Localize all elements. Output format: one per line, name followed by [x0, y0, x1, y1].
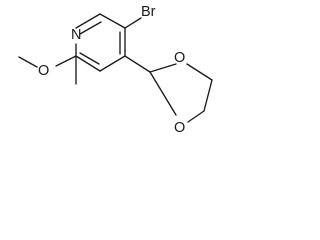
bond-n-c6 — [75, 13, 101, 29]
bond-ch2-o-bottom — [187, 110, 205, 123]
bond-o-top-ch2 — [186, 63, 213, 81]
bond-c3-c2 — [75, 55, 101, 72]
dioxolane-ring — [149, 63, 213, 123]
bond-n-c6-double — [79, 21, 102, 35]
bond-c3-c2-double — [79, 52, 100, 65]
bond-c4-c3 — [99, 55, 126, 72]
chemical-structure: N Br O O O — [18, 4, 213, 136]
bond-c4-acetal — [124, 55, 151, 73]
pyridine-ring — [75, 13, 126, 85]
nitrogen-label: N — [71, 27, 81, 43]
bond-acetal-o-bottom — [149, 71, 177, 116]
bond-c6-c5 — [99, 13, 126, 29]
methoxy-oxygen-label: O — [38, 63, 49, 79]
bond-acetal-o-top — [149, 63, 177, 73]
dioxolane-oxygen-bottom-label: O — [174, 120, 185, 136]
dioxolane-oxygen-top-label: O — [174, 50, 185, 66]
bond-ch2-ch2 — [203, 79, 213, 112]
bond-o-ch3 — [18, 56, 38, 68]
bond-c2-o — [55, 55, 77, 67]
bromine-label: Br — [141, 4, 156, 20]
bond-c5-br — [124, 17, 142, 29]
